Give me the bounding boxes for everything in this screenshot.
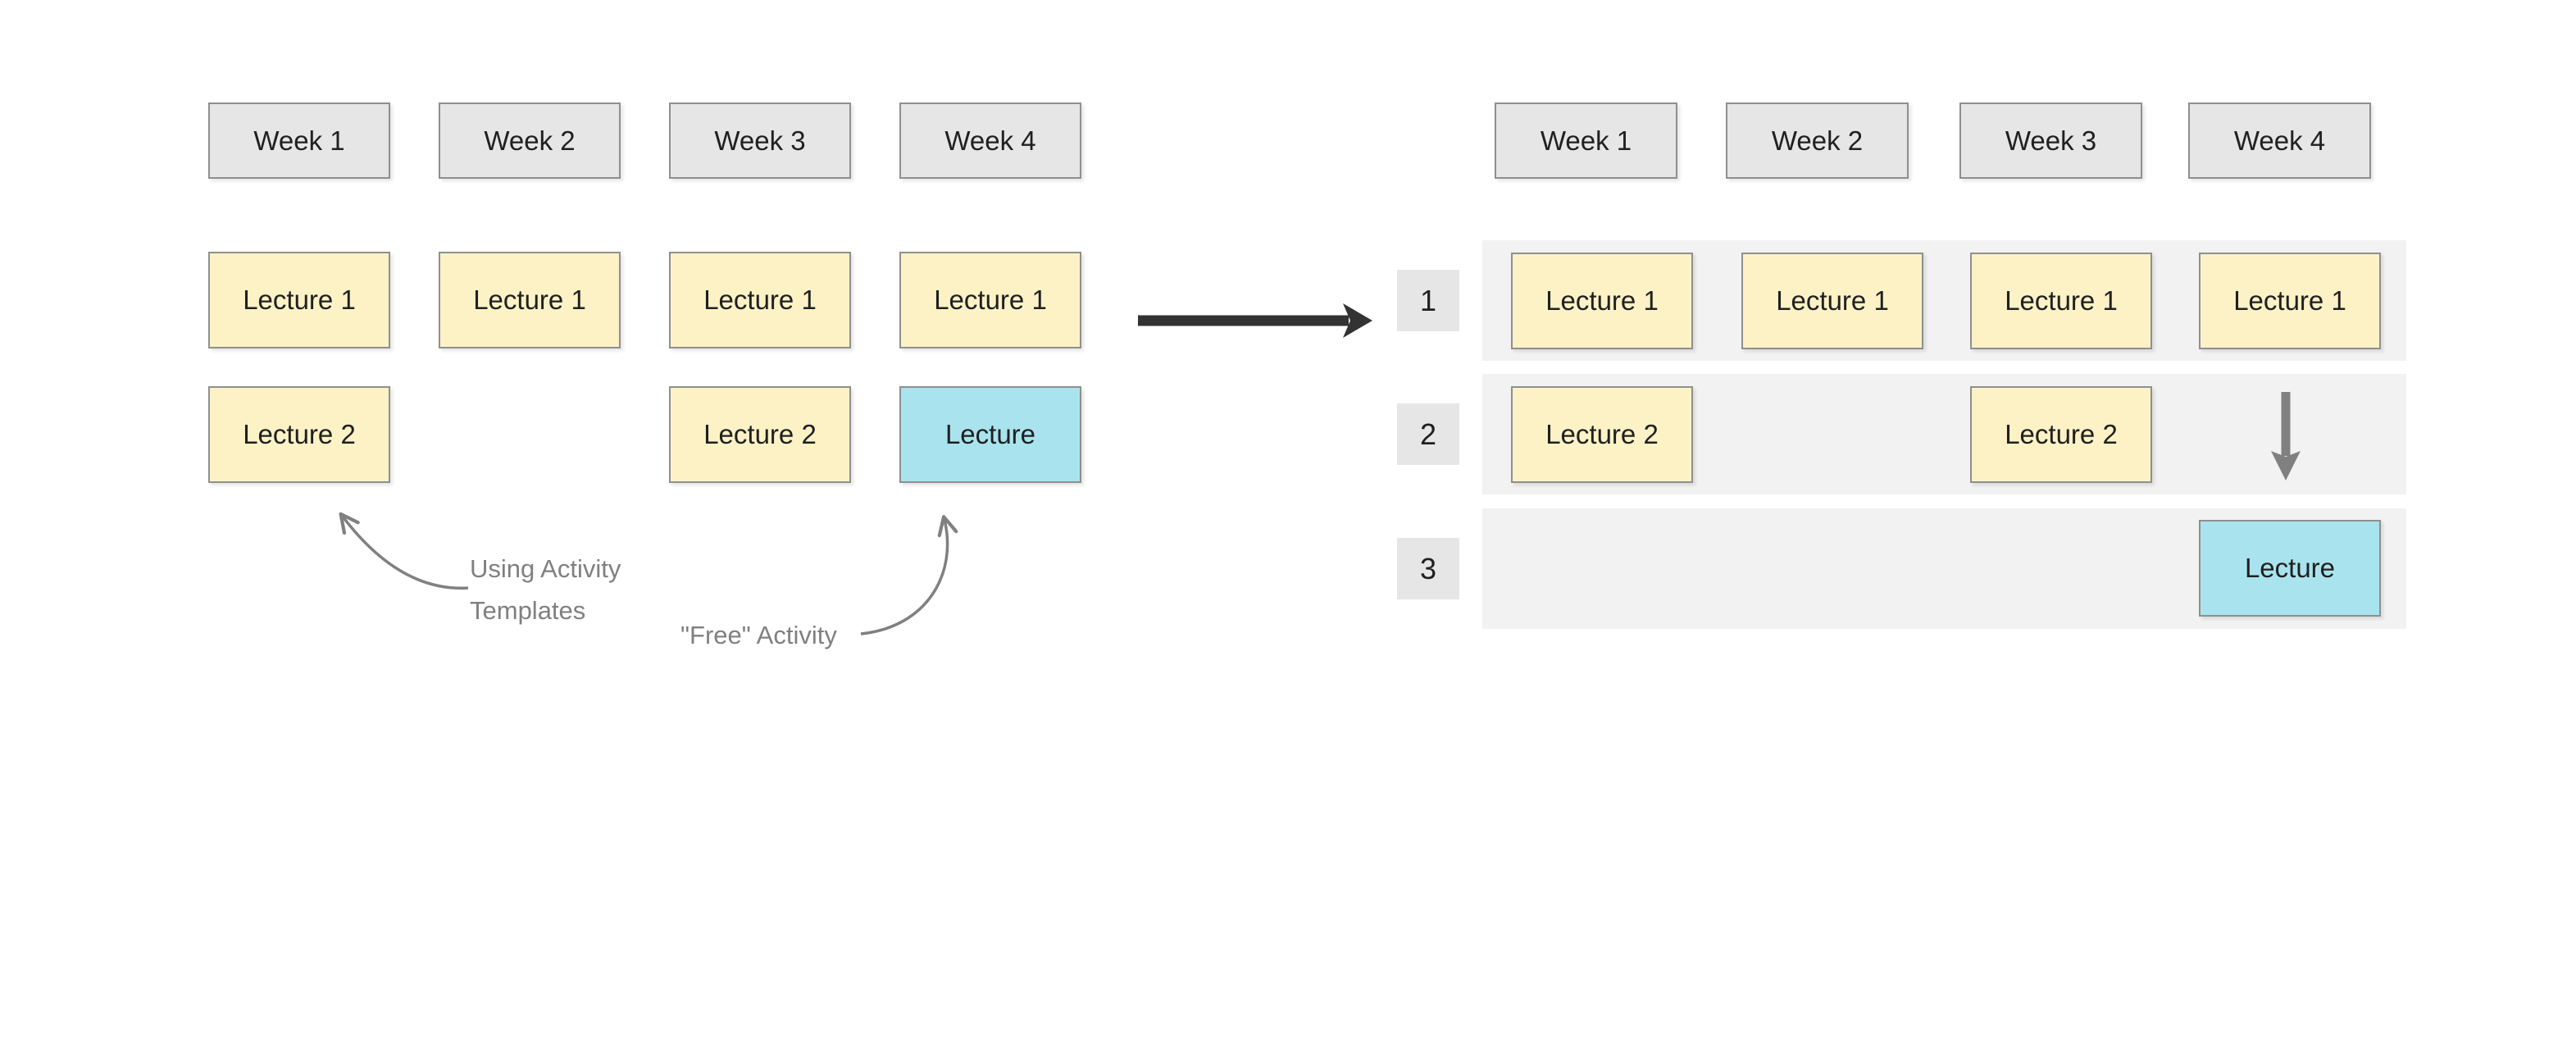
left-week1-lecture2-box: Lecture 2 [208, 386, 390, 483]
left-week3-lecture1-box: Lecture 1 [669, 252, 851, 348]
using-activity-templates-line1: Using Activity [470, 554, 621, 583]
using-activity-templates-label: Using Activity Templates [470, 548, 621, 631]
free-annotation-arrow-icon [860, 515, 958, 635]
free-activity-label: "Free" Activity [680, 621, 837, 649]
right-week4-free-lecture-box: Lecture [2199, 520, 2381, 617]
right-week-2-header: Week 2 [1726, 102, 1909, 179]
transform-arrow-head [1343, 303, 1372, 338]
left-week-3-header: Week 3 [669, 102, 851, 179]
slot-row-1-number: 1 [1397, 270, 1459, 331]
left-week3-lecture2-box: Lecture 2 [669, 386, 851, 483]
right-week1-lecture1-box: Lecture 1 [1511, 253, 1693, 349]
left-week4-lecture1-box: Lecture 1 [899, 252, 1081, 348]
left-week-1-header: Week 1 [208, 102, 390, 179]
left-week1-lecture1-box: Lecture 1 [208, 252, 390, 348]
templates-annotation-arrow-icon [339, 512, 469, 590]
right-week3-lecture2-box: Lecture 2 [1970, 386, 2152, 483]
transform-arrow-icon [1138, 303, 1372, 338]
right-week4-lecture1-box: Lecture 1 [2199, 253, 2381, 349]
right-week1-lecture2-box: Lecture 2 [1511, 386, 1693, 483]
left-week-4-header: Week 4 [899, 102, 1081, 179]
using-activity-templates-line2: Templates [470, 596, 586, 625]
left-week-2-header: Week 2 [439, 102, 621, 179]
right-week-3-header: Week 3 [1959, 102, 2142, 179]
left-week4-free-lecture-box: Lecture [899, 386, 1081, 483]
slot-row-2-number: 2 [1397, 403, 1459, 465]
right-week3-lecture1-box: Lecture 1 [1970, 253, 2152, 349]
right-week2-lecture1-box: Lecture 1 [1741, 253, 1923, 349]
slot-row-3-number: 3 [1397, 538, 1459, 599]
left-week2-lecture1-box: Lecture 1 [439, 252, 621, 348]
right-week-1-header: Week 1 [1495, 102, 1677, 179]
right-week-4-header: Week 4 [2188, 102, 2371, 179]
